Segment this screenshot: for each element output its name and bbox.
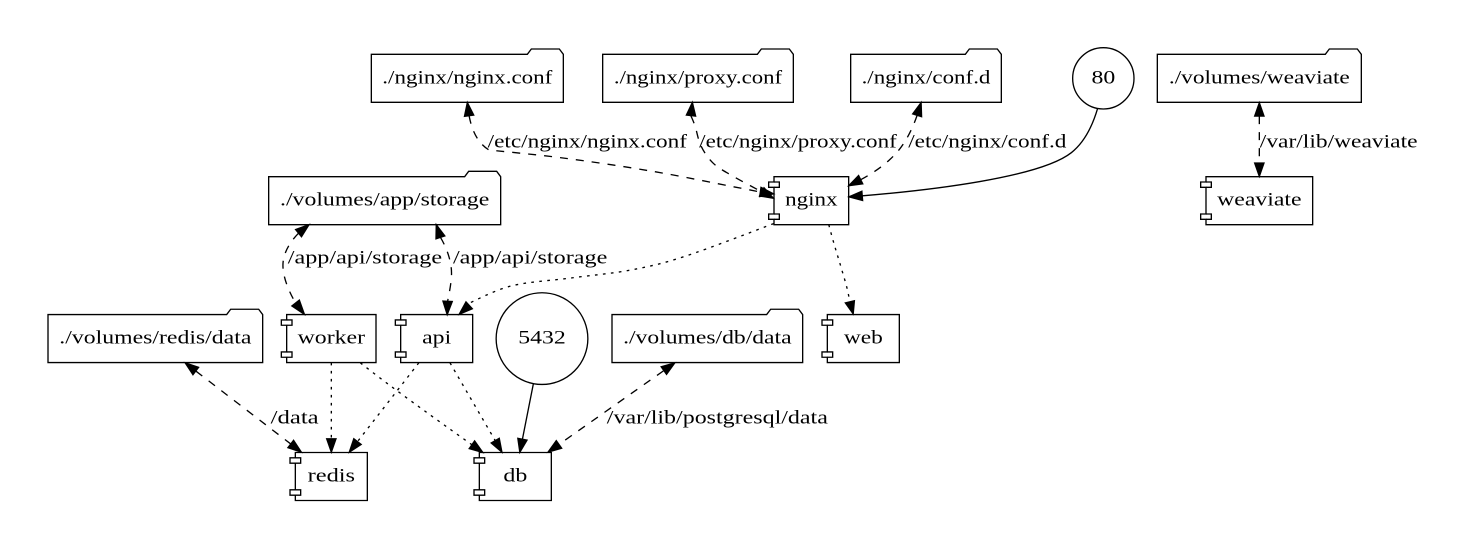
svg-text:/data: /data (271, 407, 320, 428)
svg-text:5432: 5432 (518, 328, 566, 349)
svg-text:api: api (422, 328, 451, 349)
svg-text:redis: redis (308, 465, 355, 486)
svg-text:worker: worker (298, 328, 366, 349)
svg-text:./volumes/app/storage: ./volumes/app/storage (280, 190, 489, 211)
svg-text:./volumes/db/data: ./volumes/db/data (623, 328, 792, 349)
svg-text:./nginx/nginx.conf: ./nginx/nginx.conf (382, 67, 553, 88)
svg-text:./nginx/conf.d: ./nginx/conf.d (862, 67, 992, 88)
svg-text:/etc/nginx/proxy.conf: /etc/nginx/proxy.conf (699, 132, 898, 153)
svg-text:/etc/nginx/nginx.conf: /etc/nginx/nginx.conf (488, 132, 688, 153)
svg-text:/app/api/storage: /app/api/storage (288, 248, 442, 269)
svg-text:/var/lib/weaviate: /var/lib/weaviate (1260, 132, 1418, 153)
svg-text:weaviate: weaviate (1217, 190, 1301, 211)
svg-text:nginx: nginx (785, 190, 838, 211)
svg-text:./volumes/redis/data: ./volumes/redis/data (59, 328, 252, 349)
svg-text:/var/lib/postgresql/data: /var/lib/postgresql/data (607, 407, 829, 428)
svg-text:db: db (503, 465, 527, 486)
svg-text:web: web (844, 328, 883, 349)
svg-text:80: 80 (1091, 67, 1115, 88)
svg-text:/app/api/storage: /app/api/storage (453, 248, 607, 269)
svg-text:./volumes/weaviate: ./volumes/weaviate (1169, 67, 1350, 88)
svg-text:/etc/nginx/conf.d: /etc/nginx/conf.d (908, 132, 1067, 153)
svg-text:./nginx/proxy.conf: ./nginx/proxy.conf (614, 67, 783, 88)
